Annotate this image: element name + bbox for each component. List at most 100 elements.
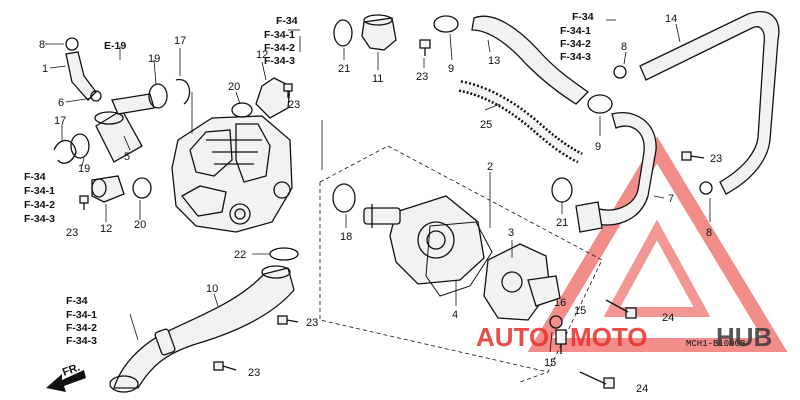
part-label-5: 5 xyxy=(124,151,130,163)
front-label: FR. xyxy=(61,361,82,378)
o-ring-part-21-right xyxy=(551,177,573,203)
fitting-part-12-left xyxy=(91,175,125,203)
water-pump-assembly-box xyxy=(319,145,603,383)
part-label-24a: 24 xyxy=(662,312,674,324)
ref-tl-3: F-34-3 xyxy=(264,55,295,67)
water-pipe-part-10 xyxy=(113,267,295,389)
o-ring-part-21-top xyxy=(333,19,353,47)
washer-part-16 xyxy=(549,315,563,329)
clamp-part-6 xyxy=(90,90,102,102)
fitting-part-12-upper xyxy=(255,77,291,119)
reference-group-top-right: F-34 F-34-1 F-34-2 F-34-3 xyxy=(560,11,594,63)
part-label-8c: 8 xyxy=(706,227,712,239)
ref-tr-2: F-34-2 xyxy=(560,38,591,50)
part-label-9b: 9 xyxy=(595,141,601,153)
ref-tr-0: F-34 xyxy=(572,11,594,23)
part-label-6: 6 xyxy=(58,97,64,109)
watermark-part-moto: MOTO xyxy=(570,322,648,352)
part-label-8a: 8 xyxy=(39,39,45,51)
part-label-22: 22 xyxy=(234,249,246,261)
part-label-15b: 15 xyxy=(544,357,556,369)
clamp-part-6-top xyxy=(65,37,79,51)
leader-lines xyxy=(45,19,711,353)
ref-bl-0: F-34 xyxy=(66,295,88,307)
part-label-23c: 23 xyxy=(710,153,722,165)
hose-part-13 xyxy=(471,15,590,105)
part-label-23f: 23 xyxy=(66,227,78,239)
o-ring-part-22 xyxy=(269,247,299,261)
watermark-part-auto: AUTO xyxy=(476,322,549,352)
ref-bl-3: F-34-3 xyxy=(66,335,97,347)
part-label-21a: 21 xyxy=(338,63,350,75)
ref-tl-2: F-34-2 xyxy=(264,42,295,54)
ref-bl-2: F-34-2 xyxy=(66,322,97,334)
bolt-part-23-right xyxy=(681,151,705,161)
part-label-15a: 15 xyxy=(574,305,586,317)
ref-tr-3: F-34-3 xyxy=(560,51,591,63)
part-label-4: 4 xyxy=(452,309,458,321)
bolt-part-23-lower xyxy=(277,315,299,325)
front-direction-arrow xyxy=(46,370,86,392)
part-label-24b: 24 xyxy=(636,383,648,395)
part-label-14: 14 xyxy=(665,13,677,25)
part-label-23b: 23 xyxy=(416,71,428,83)
ref-ml-1: F-34-1 xyxy=(24,185,55,197)
part-label-11: 11 xyxy=(372,73,383,85)
bolt-part-24-bottom xyxy=(579,371,615,389)
part-label-1: 1 xyxy=(42,63,48,75)
hose-clamp-part-8-upper xyxy=(613,65,627,79)
watermark-triangle-logo xyxy=(527,136,788,352)
reference-group-top-left: F-34 F-34-1 F-34-2 F-34-3 xyxy=(264,15,298,67)
part-label-12a: 12 xyxy=(256,49,268,61)
thermostat-housing-drawing xyxy=(483,243,561,321)
hose-part-5 xyxy=(95,109,143,163)
ref-bl-1: F-34-1 xyxy=(66,309,97,321)
part-number-labels: 8 1 6 17 19 5 17 19 12 20 23 21 11 23 9 … xyxy=(39,13,722,395)
ref-tr-1: F-34-1 xyxy=(560,25,591,37)
bolt-part-23-left xyxy=(79,195,89,210)
part-label-16: 16 xyxy=(554,297,566,309)
bolt-part-23-top xyxy=(419,39,431,56)
bolt-part-24-mid xyxy=(605,299,637,319)
part-label-23e: 23 xyxy=(248,367,260,379)
part-label-3: 3 xyxy=(508,227,514,239)
o-ring-part-18 xyxy=(332,183,356,213)
bolt-part-23-upper-mid xyxy=(283,83,293,98)
reference-group-bottom-left: F-34 F-34-1 F-34-2 F-34-3 xyxy=(66,295,97,347)
engine-block-drawing xyxy=(171,115,293,233)
ref-ml-2: F-34-2 xyxy=(24,199,55,211)
part-label-23a: 23 xyxy=(288,99,300,111)
o-ring-part-19-top xyxy=(148,83,168,109)
part-label-23d: 23 xyxy=(306,317,318,329)
reference-e19: E-19 xyxy=(104,40,126,52)
o-ring-part-19-left xyxy=(70,133,90,159)
diagram-code: MCH1-B1000B xyxy=(686,339,746,349)
bolt-part-15 xyxy=(555,329,567,354)
hose-clamp-part-9-top xyxy=(433,15,459,33)
part-label-19b: 19 xyxy=(78,163,90,175)
part-label-17a: 17 xyxy=(174,35,186,47)
ref-ml-0: F-34 xyxy=(24,171,46,183)
part-label-21b: 21 xyxy=(556,217,568,229)
part-label-8b: 8 xyxy=(621,41,627,53)
part-label-9a: 9 xyxy=(448,63,454,75)
part-label-2: 2 xyxy=(487,161,493,173)
part-label-25: 25 xyxy=(480,119,492,131)
hose-clamp-part-9-mid xyxy=(587,94,613,114)
part-label-10: 10 xyxy=(206,283,218,295)
clip-part-17-top xyxy=(175,78,191,105)
part-label-13: 13 xyxy=(488,55,500,67)
part-label-20b: 20 xyxy=(134,219,146,231)
reference-group-mid-left: F-34 F-34-1 F-34-2 F-34-3 xyxy=(24,171,55,225)
part-label-20a: 20 xyxy=(228,81,240,93)
ref-tl-1: F-34-1 xyxy=(264,29,295,41)
part-label-19a: 19 xyxy=(148,53,160,65)
watermark-text: AUTO MOTO HUB xyxy=(476,322,772,352)
part-label-12b: 12 xyxy=(100,223,112,235)
hose-clamp-part-8-lower xyxy=(699,181,713,195)
part-label-7: 7 xyxy=(668,193,674,205)
ref-ml-3: F-34-3 xyxy=(24,213,55,225)
water-pipe-part-11 xyxy=(361,14,397,51)
part-label-17b: 17 xyxy=(54,115,66,127)
